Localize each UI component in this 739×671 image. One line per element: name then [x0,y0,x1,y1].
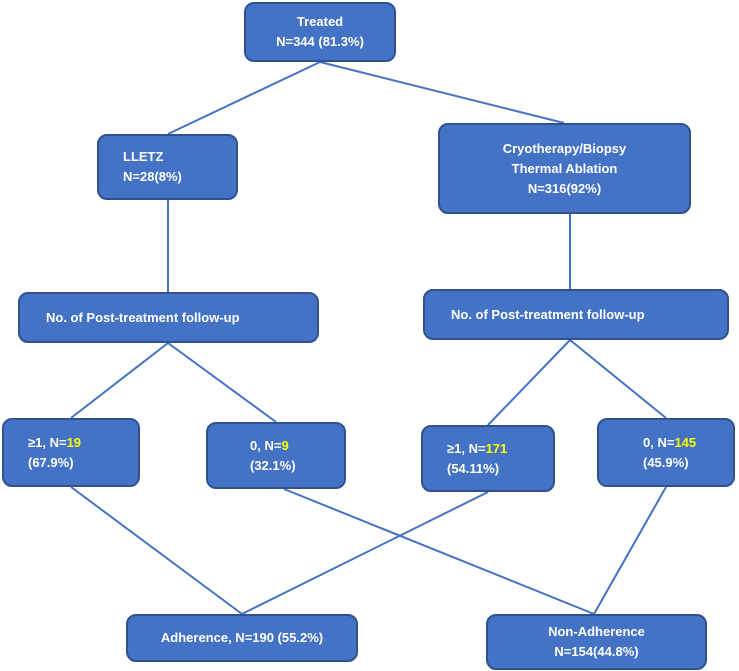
ge1-left-node: ≥1, N=19 (67.9%) [2,418,140,487]
zero-left-count: 9 [281,437,289,453]
zero-left-line: 0, N=9 [250,436,344,456]
cryotherapy-count: N=316(92%) [527,180,602,196]
edge-treated-cryo [319,61,565,124]
followup-right-label: No. of Post-treatment follow-up [451,306,645,322]
ge1-left-pct: (67.9%) [28,454,74,470]
followup-right-node: No. of Post-treatment follow-up [423,289,729,340]
edge-followup-right-zero [569,339,667,419]
non-adherence-title: Non-Adherence [548,624,645,639]
non-adherence-node: Non-Adherence N=154(44.8%) [486,614,707,670]
adherence-label: Adherence, N=190 (55.2%) [160,630,324,645]
ge1-left-line: ≥1, N=19 [28,433,138,453]
thermal-ablation-title: Thermal Ablation [511,160,618,176]
ge1-right-pct: (54.11%) [447,460,500,476]
zero-right-count: 145 [674,434,697,450]
adherence-node: Adherence, N=190 (55.2%) [126,614,358,662]
edge-zero-left-nonadherence [283,488,595,615]
treated-count: N=344 (81.3%) [276,34,364,49]
edge-zero-right-nonadherence [593,486,667,615]
zero-right-line: 0, N=145 [643,433,733,453]
lletz-title: LLETZ [123,149,164,164]
cryotherapy-node: Cryotherapy/Biopsy Thermal Ablation N=31… [438,123,691,214]
edge-followup-left-ge1 [70,342,169,419]
followup-left-node: No. of Post-treatment follow-up [18,292,319,343]
edge-ge1-right-adherence [241,491,489,615]
lletz-count: N=28(8%) [123,169,182,184]
non-adherence-count: N=154(44.8%) [554,644,639,659]
zero-right-node: 0, N=145 (45.9%) [597,418,735,487]
edge-treated-lletz [167,61,321,135]
zero-right-prefix: 0, N= [643,434,675,450]
ge1-right-count: 171 [485,440,508,456]
ge1-right-prefix: ≥1, N= [447,440,486,456]
zero-left-node: 0, N=9 (32.1%) [206,422,346,489]
zero-left-pct: (32.1%) [250,457,296,473]
treated-title: Treated [296,14,344,29]
followup-left-label: No. of Post-treatment follow-up [46,309,240,325]
ge1-left-count: 19 [66,434,82,450]
lletz-node: LLETZ N=28(8%) [97,134,238,200]
cryotherapy-title: Cryotherapy/Biopsy [502,140,627,156]
treated-node: Treated N=344 (81.3%) [244,2,396,62]
edge-ge1-left-adherence [70,486,243,615]
zero-right-pct: (45.9%) [643,454,689,470]
edge-followup-left-zero [167,342,277,423]
edge-followup-right-ge1 [487,339,571,426]
ge1-right-node: ≥1, N=171 (54.11%) [421,425,555,492]
ge1-right-line: ≥1, N=171 [447,439,553,459]
zero-left-prefix: 0, N= [250,437,282,453]
ge1-left-prefix: ≥1, N= [28,434,67,450]
